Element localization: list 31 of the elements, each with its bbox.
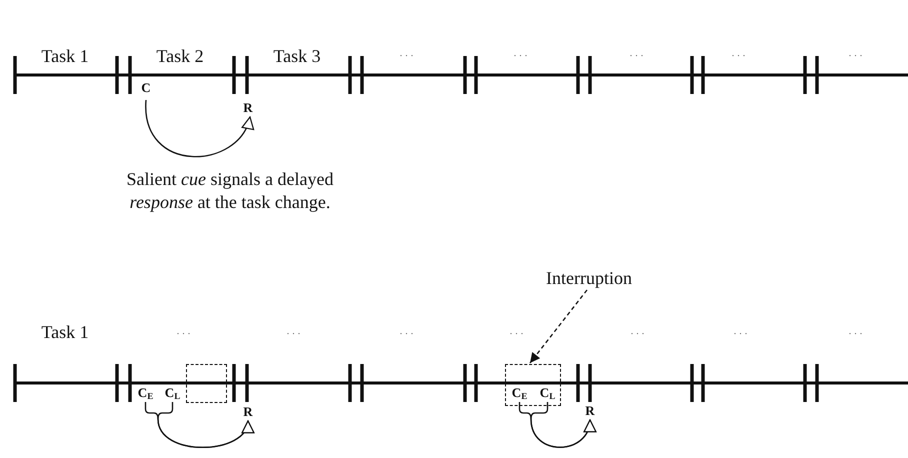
dashed-box: [505, 364, 561, 406]
cue-letter: C: [138, 80, 154, 96]
curved-arrow: [530, 402, 595, 448]
cue-letter: C$_{L}$: [162, 385, 183, 402]
ellipsis-text: ...: [398, 48, 418, 59]
ellipsis-text: ...: [512, 48, 532, 59]
ellipsis-text: ...: [848, 326, 866, 337]
dashed-arrow: [529, 290, 588, 364]
task-label: Task 2: [155, 46, 205, 67]
ellipsis-text: ...: [630, 326, 648, 337]
task-label: Task 1: [40, 46, 90, 67]
ellipsis-text: ...: [848, 48, 866, 59]
cue-letter: C$_{E}$: [509, 385, 530, 402]
ellipsis-text: ...: [732, 326, 752, 337]
ellipsis-text: ...: [628, 48, 648, 59]
response-letter: R: [582, 403, 598, 419]
ellipsis-text: ...: [508, 326, 528, 337]
task-label: Task 3: [272, 46, 322, 67]
dashed-box: [186, 364, 227, 403]
caption-text: Salient cue signals a delayed response at the task change.: [126, 168, 334, 214]
ellipsis-text: ...: [398, 326, 418, 337]
curved-arrow: [145, 100, 252, 158]
annotation-text: Interruption: [537, 268, 641, 290]
ellipsis-text: ...: [286, 326, 304, 337]
response-letter: R: [240, 404, 256, 420]
task-label: Task 1: [40, 322, 90, 343]
cue-letter: C$_{E}$: [135, 385, 156, 402]
cue-letter: C$_{L}$: [537, 385, 558, 402]
ellipsis-text: ...: [176, 326, 194, 337]
ellipsis-text: ...: [730, 48, 750, 59]
response-letter: R: [240, 100, 256, 116]
